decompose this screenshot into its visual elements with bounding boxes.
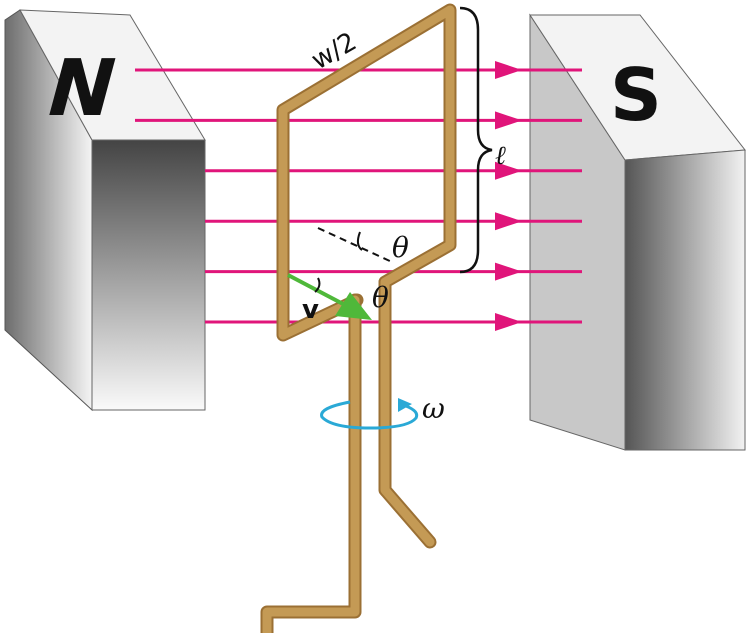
length-brace	[459, 6, 493, 274]
wire-lead	[262, 295, 360, 633]
theta-bottom-label: θ	[372, 281, 389, 314]
south-label: S	[610, 53, 662, 137]
south-magnet: S	[529, 13, 746, 451]
field-arrow-head	[495, 161, 522, 180]
length-label: ℓ	[495, 141, 506, 171]
rotation-arrow-head	[398, 398, 412, 412]
north-magnet-front	[91, 139, 206, 411]
south-magnet-front	[624, 149, 746, 451]
field-arrow-head	[495, 313, 522, 331]
angle-arc-bottom	[314, 277, 321, 293]
velocity-label: v	[302, 295, 319, 325]
wire-loop	[260, 3, 457, 633]
field-arrow-head	[495, 262, 522, 281]
rotation-arrow	[320, 400, 419, 430]
field-arrow-head	[495, 61, 522, 79]
theta-top-label: θ	[392, 231, 409, 264]
angle-arc-top	[356, 231, 363, 251]
normal-dashed-line	[317, 227, 393, 263]
field-arrow-head	[495, 111, 522, 130]
wire-lead-edge	[260, 293, 362, 633]
field-arrow-head	[495, 212, 522, 231]
wire-loop-body	[278, 5, 455, 547]
north-magnet: N	[4, 9, 206, 412]
velocity-arrow-head	[335, 292, 372, 320]
magnetic-field-lines	[135, 61, 582, 331]
omega-label: ω	[422, 392, 445, 425]
